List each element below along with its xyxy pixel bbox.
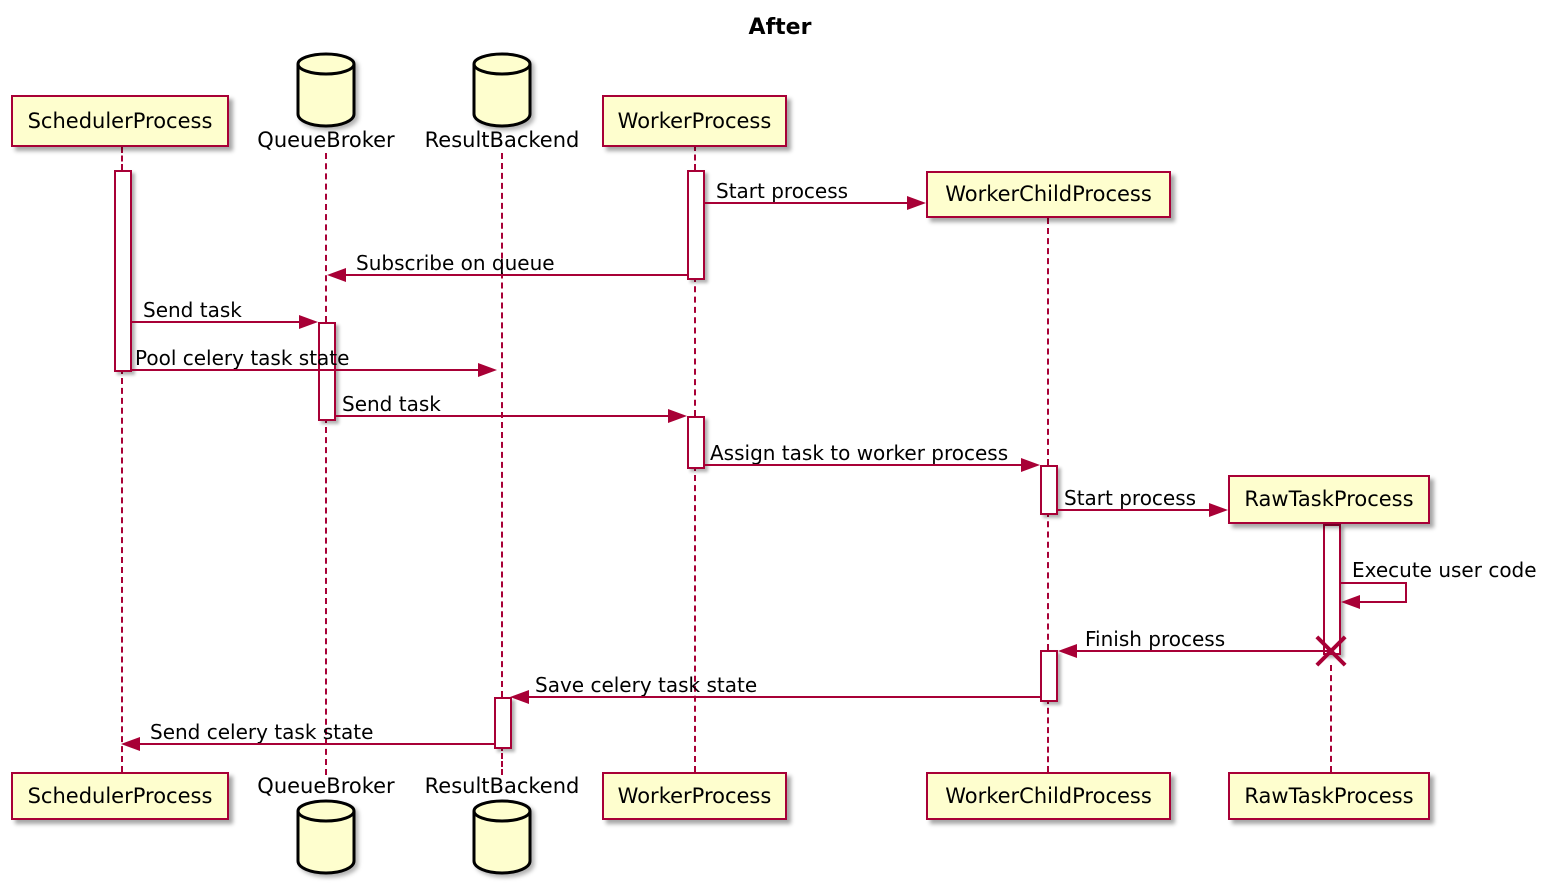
message-label-finish-process: Finish process [1085, 627, 1226, 651]
arrowhead-right-icon [478, 363, 497, 377]
participant-label-resultbackend-top: ResultBackend [424, 128, 580, 152]
lifeline-workerchildprocess [1047, 218, 1049, 465]
message-label-pool-celery-task-state: Pool celery task state [135, 346, 350, 370]
participant-box-workerprocess-top: WorkerProcess [602, 95, 787, 147]
message-arrow-assign-task [703, 464, 1021, 466]
lifeline-workerprocess [694, 276, 696, 416]
participant-label: RawTaskProcess [1244, 784, 1414, 808]
message-arrow-subscribe-on-queue [345, 274, 689, 276]
destroy-x-icon [1313, 633, 1349, 669]
arrowhead-right-icon [1209, 503, 1228, 517]
participant-box-rawtaskprocess-bottom: RawTaskProcess [1228, 772, 1430, 820]
lifeline-workerchildprocess [1047, 698, 1049, 772]
activation-queuebroker [318, 322, 336, 421]
activation-workerchildprocess-2 [1040, 650, 1058, 702]
message-arrow-execute-user-code [1341, 582, 1407, 584]
message-arrow-send-task-2 [334, 415, 668, 417]
participant-label-queuebroker-top: QueueBroker [257, 128, 395, 152]
message-arrow-execute-user-code [1405, 582, 1407, 603]
participant-label-resultbackend-bottom: ResultBackend [424, 774, 580, 798]
message-arrow-start-process-2 [1056, 509, 1209, 511]
message-label-send-task-1: Send task [143, 298, 242, 322]
participant-box-workerprocess-bottom: WorkerProcess [602, 772, 787, 820]
participant-label: SchedulerProcess [27, 109, 213, 133]
arrowhead-right-icon [668, 409, 687, 423]
message-arrow-start-process-1 [705, 202, 908, 204]
participant-label-queuebroker-bottom: QueueBroker [257, 774, 395, 798]
participant-label: WorkerChildProcess [945, 784, 1152, 808]
database-cylinder-icon-resultbackend-top [472, 52, 532, 132]
lifeline-resultbackend [501, 153, 503, 697]
arrowhead-left-icon [121, 737, 140, 751]
message-label-assign-task: Assign task to worker process [710, 441, 1009, 465]
arrowhead-left-icon [510, 690, 529, 704]
participant-box-rawtaskprocess: RawTaskProcess [1228, 475, 1430, 524]
message-label-save-celery-task-state: Save celery task state [535, 673, 758, 697]
message-arrow-finish-process [1076, 650, 1331, 652]
lifeline-workerchildprocess [1047, 511, 1049, 650]
activation-workerprocess-2 [687, 416, 705, 469]
message-label-subscribe-on-queue: Subscribe on queue [356, 251, 555, 275]
message-arrow-send-celery-task-state [139, 743, 494, 745]
lifeline-scheduler [121, 147, 123, 170]
database-cylinder-icon-queuebroker-bottom [296, 799, 356, 879]
message-label-send-celery-task-state: Send celery task state [150, 720, 374, 744]
activation-workerprocess-1 [687, 170, 705, 280]
database-cylinder-icon-resultbackend-bottom [472, 799, 532, 879]
activation-workerchildprocess-1 [1040, 465, 1058, 515]
participant-label: WorkerProcess [617, 109, 772, 133]
message-arrow-execute-user-code [1360, 601, 1407, 603]
lifeline-queuebroker [325, 417, 327, 775]
message-label-start-process-2: Start process [1064, 486, 1197, 510]
message-arrow-pool-celery-task-state [130, 369, 479, 371]
participant-box-workerchildprocess-bottom: WorkerChildProcess [926, 772, 1171, 820]
arrowhead-left-icon [327, 268, 346, 282]
arrowhead-right-icon [299, 315, 318, 329]
message-arrow-send-task-1 [130, 321, 300, 323]
lifeline-resultbackend [501, 745, 503, 775]
participant-box-workerchildprocess: WorkerChildProcess [926, 171, 1171, 218]
lifeline-scheduler [121, 368, 123, 772]
database-cylinder-icon-queuebroker-top [296, 52, 356, 132]
activation-scheduler [114, 170, 132, 372]
activation-resultbackend [494, 697, 512, 749]
arrowhead-left-icon [1341, 595, 1360, 609]
lifeline-queuebroker [325, 153, 327, 322]
arrowhead-right-icon [907, 196, 926, 210]
message-label-start-process-1: Start process [716, 179, 849, 203]
lifeline-workerprocess [694, 145, 696, 170]
participant-label: RawTaskProcess [1244, 487, 1414, 511]
participant-label: WorkerChildProcess [945, 182, 1152, 206]
participant-label: SchedulerProcess [27, 784, 213, 808]
arrowhead-left-icon [1058, 644, 1077, 658]
participant-box-scheduler-top: SchedulerProcess [11, 95, 229, 147]
participant-label: WorkerProcess [617, 784, 772, 808]
message-arrow-save-celery-task-state [528, 696, 1040, 698]
lifeline-workerprocess [694, 465, 696, 772]
message-label-send-task-2: Send task [342, 392, 441, 416]
arrowhead-right-icon [1021, 458, 1040, 472]
lifeline-rawtaskprocess [1330, 665, 1332, 772]
message-label-execute-user-code: Execute user code [1352, 558, 1537, 582]
participant-box-scheduler-bottom: SchedulerProcess [11, 772, 229, 820]
diagram-title: After [748, 15, 812, 40]
